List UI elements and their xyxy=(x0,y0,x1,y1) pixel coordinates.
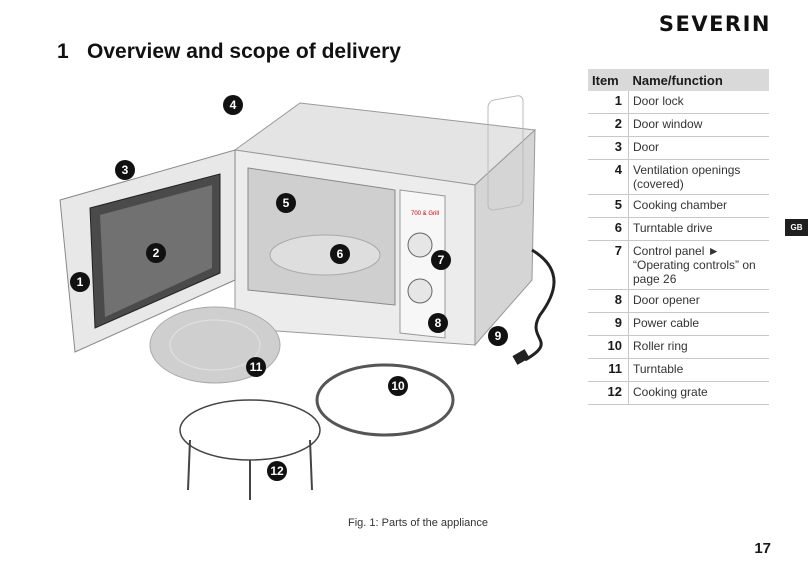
item-name: Control panel ► “Operating controls” on … xyxy=(628,240,769,290)
svg-text:7: 7 xyxy=(438,253,445,267)
item-name: Turntable drive xyxy=(628,217,769,241)
callout-1: 1 xyxy=(70,272,90,292)
item-number: 6 xyxy=(588,217,629,241)
header-item: Item xyxy=(588,69,629,91)
callout-3: 3 xyxy=(115,160,135,180)
item-number: 9 xyxy=(588,312,629,336)
item-number: 10 xyxy=(588,335,629,359)
callout-7: 7 xyxy=(431,250,451,270)
item-number: 1 xyxy=(588,91,629,114)
page-number: 17 xyxy=(754,540,771,557)
section-number: 1 xyxy=(57,40,69,63)
svg-text:1: 1 xyxy=(77,275,84,289)
item-name: Power cable xyxy=(628,312,769,336)
item-name: Turntable xyxy=(628,358,769,382)
callout-12: 12 xyxy=(267,461,287,481)
item-number: 7 xyxy=(588,240,629,290)
panel-label: 700 & Grill xyxy=(411,211,439,217)
brand-logo: SEVERIN xyxy=(658,12,771,36)
callout-6: 6 xyxy=(330,244,350,264)
svg-text:10: 10 xyxy=(391,379,405,393)
section-title: Overview and scope of delivery xyxy=(87,40,401,63)
item-name: Door xyxy=(628,136,769,160)
svg-text:4: 4 xyxy=(230,98,237,112)
item-number: 5 xyxy=(588,194,629,218)
svg-text:5: 5 xyxy=(283,196,290,210)
svg-text:8: 8 xyxy=(435,316,442,330)
language-tab: GB xyxy=(785,219,808,236)
callout-9: 9 xyxy=(488,326,508,346)
item-name: Door lock xyxy=(628,91,769,114)
item-number: 11 xyxy=(588,358,629,382)
table-header: Item Name/function xyxy=(588,69,769,91)
item-number: 2 xyxy=(588,113,629,137)
item-number: 4 xyxy=(588,159,629,195)
callout-2: 2 xyxy=(146,243,166,263)
callout-11: 11 xyxy=(246,357,266,377)
item-number: 3 xyxy=(588,136,629,160)
svg-text:2: 2 xyxy=(153,246,160,260)
item-number: 12 xyxy=(588,381,629,405)
item-name: Ventilation openings (covered) xyxy=(628,159,769,195)
item-name: Roller ring xyxy=(628,335,769,359)
svg-text:11: 11 xyxy=(250,360,263,374)
svg-text:9: 9 xyxy=(495,329,502,343)
item-name: Cooking chamber xyxy=(628,194,769,218)
item-name: Door window xyxy=(628,113,769,137)
callout-4: 4 xyxy=(223,95,243,115)
callout-8: 8 xyxy=(428,313,448,333)
appliance-figure: 700 & Grill 1 2 3 4 5 6 7 8 9 10 11 12 xyxy=(40,90,585,510)
item-number: 8 xyxy=(588,289,629,313)
figure-caption: Fig. 1: Parts of the appliance xyxy=(348,517,489,529)
item-name: Cooking grate xyxy=(628,381,769,405)
callout-10: 10 xyxy=(388,376,408,396)
header-name: Name/function xyxy=(628,69,769,91)
svg-text:12: 12 xyxy=(270,464,284,478)
svg-text:3: 3 xyxy=(122,163,129,177)
svg-text:6: 6 xyxy=(337,247,344,261)
callout-5: 5 xyxy=(276,193,296,213)
section-heading: 1 Overview and scope of delivery xyxy=(57,40,401,64)
item-name: Door opener xyxy=(628,289,769,313)
